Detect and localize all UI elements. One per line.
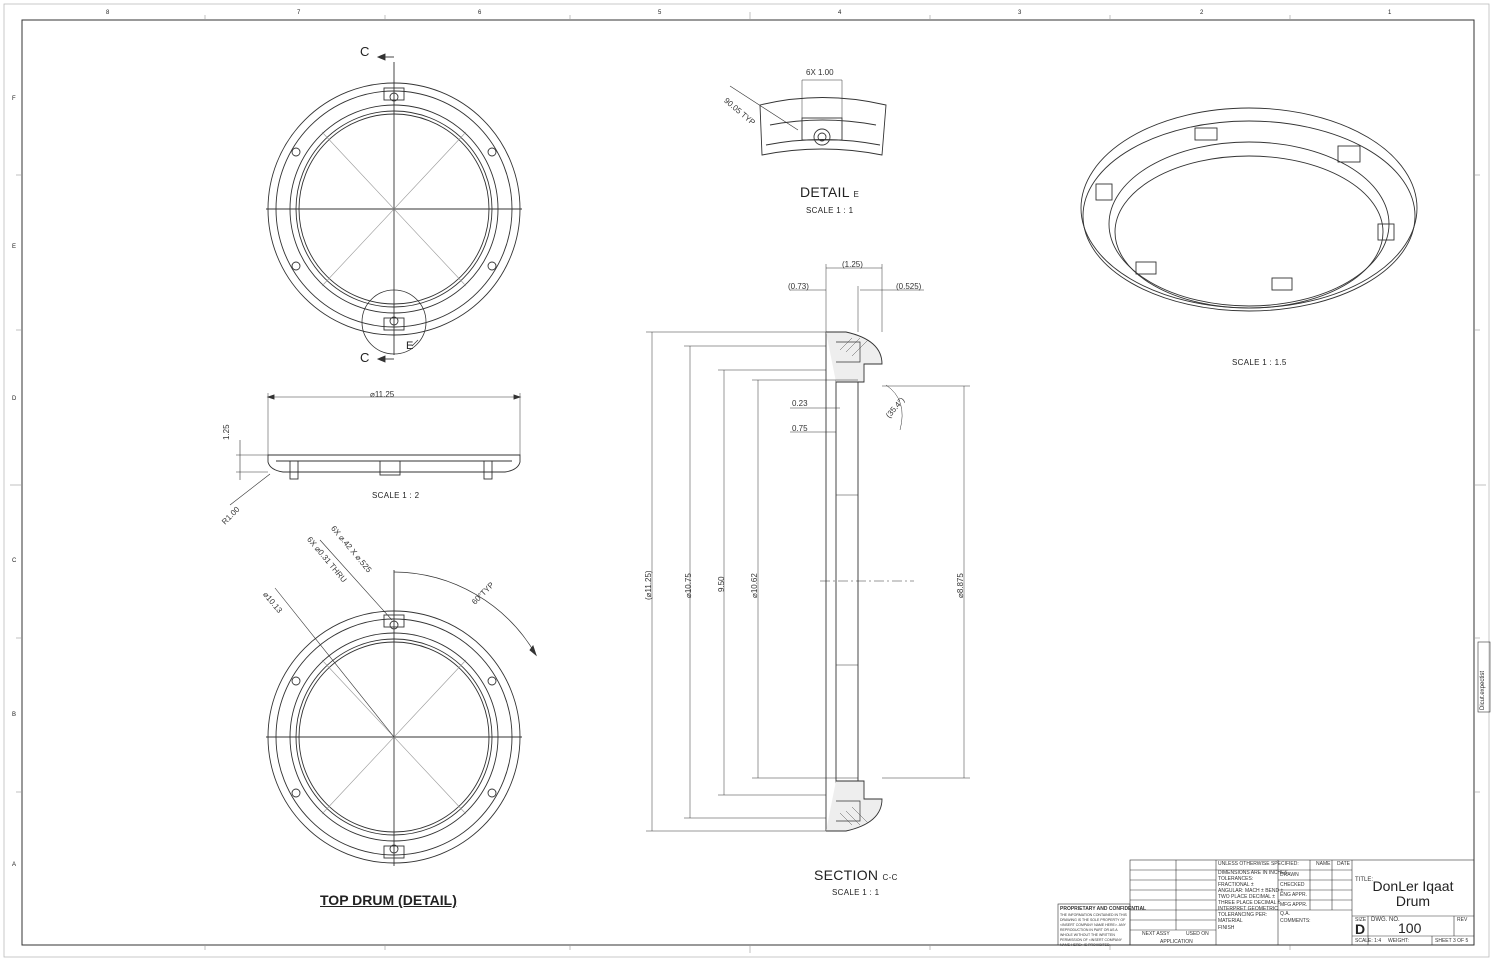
zone-col-8: 8 [106,10,110,16]
zone-row-f: F [12,96,16,102]
top-drum-title: TOP DRUM (DETAIL) [320,892,457,908]
tb-row-checked: CHECKED [1280,882,1305,888]
tb-note-0: DIMENSIONS ARE IN INCHES [1218,870,1288,876]
zone-row-c: C [12,558,17,564]
tb-note-1: TOLERANCES: [1218,876,1254,882]
side-view [229,393,522,506]
dim-section-d1: (⌀11.25) [644,570,653,600]
tb-row-drawn: DRAWN [1280,872,1299,878]
zone-row-a: A [12,862,17,868]
inner-border [21,19,1475,946]
tb-application: APPLICATION [1160,939,1193,945]
title-block [1057,859,1475,946]
section-cc-title: SECTION C-C [814,867,898,883]
section-cc-scale: SCALE 1 : 1 [832,888,880,897]
tb-next-assy: NEXT ASSY [1142,931,1170,937]
dim-section-d5: ⌀8.875 [956,573,965,598]
tb-note-3: ANGULAR: MACH ± BEND ± [1218,888,1284,894]
tb-rev-label: REV [1457,917,1468,923]
dim-section-d2: ⌀10.75 [684,573,693,598]
zone-row-b: B [12,712,17,718]
tb-name-header: NAME [1316,861,1331,867]
zone-col-5: 5 [658,10,662,16]
zone-col-1: 1 [1388,10,1392,16]
tb-row-mfg: MFG APPR. [1280,902,1308,908]
dim-side-diameter: ⌀11.25 [370,390,395,399]
tb-proprietary-title: PROPRIETARY AND CONFIDENTIAL [1060,906,1147,912]
tb-size-label: SIZE [1355,917,1367,923]
tb-sheet: SHEET 3 OF 5 [1435,938,1469,944]
iso-view [1080,107,1418,312]
dim-section-top: (1.25) [842,260,863,269]
iso-view-scale: SCALE 1 : 1.5 [1232,358,1287,367]
top-view-upper [266,53,522,363]
tb-dwg-label: DWG. NO. [1371,917,1400,923]
detail-e [729,79,887,156]
tb-dwg-no: 100 [1398,920,1422,936]
dim-section-s2: 0.75 [792,424,808,433]
dim-section-d4: ⌀10.62 [750,573,759,598]
tb-size-value: D [1355,921,1366,937]
zone-col-6: 6 [478,10,482,16]
side-stamp-text: Dicut.expectist [1480,670,1486,710]
tb-proprietary-text: THE INFORMATION CONTAINED IN THIS DRAWIN… [1060,913,1127,947]
dim-section-left: (0.73) [788,282,809,291]
dim-section-right: (0.525) [896,282,922,291]
tb-title-text: DonLer Iqaat Drum [1372,878,1454,909]
dim-section-d3: 9.50 [717,576,726,592]
dim-section-s1: 0.23 [792,399,808,408]
section-label-top: C [360,44,370,59]
section-label-bottom: C [360,350,370,365]
section-cc [646,264,970,832]
dim-side-height: 1.25 [222,424,231,440]
zone-col-4: 4 [838,10,842,16]
tb-scale: SCALE: 1:4 [1355,938,1382,944]
tb-note-2: FRACTIONAL ± [1218,882,1254,888]
side-view-scale: SCALE 1 : 2 [372,491,420,500]
dim-detail-width: 6X 1.00 [806,68,834,77]
detail-e-title: DETAIL E [800,184,860,200]
top-view-lower [266,539,537,866]
zone-col-7: 7 [297,10,301,16]
tb-row-eng: ENG APPR. [1280,892,1307,898]
tb-title-label: TITLE: [1355,877,1374,883]
tb-note-9: FINISH [1218,925,1235,931]
tb-note-6: INTERPRET GEOMETRIC [1218,906,1278,912]
tb-date-header: DATE [1337,861,1350,867]
tb-row-comments: COMMENTS: [1280,918,1311,924]
side-stamp-box [1477,641,1491,713]
tb-note-7: TOLERANCING PER: [1218,912,1268,918]
outer-border [3,3,1490,958]
zone-row-d: D [12,396,17,402]
tb-note-5: THREE PLACE DECIMAL ± [1218,900,1281,906]
zone-col-3: 3 [1018,10,1022,16]
tb-weight: WEIGHT: [1388,938,1409,944]
tb-note-4: TWO PLACE DECIMAL ± [1218,894,1276,900]
zone-row-e: E [12,244,17,250]
tb-row-qa: Q.A. [1280,911,1291,917]
zone-ticks [10,12,1486,953]
detail-e-scale: SCALE 1 : 1 [806,206,854,215]
tb-used-on: USED ON [1186,931,1209,937]
tb-note-8: MATERIAL [1218,918,1243,924]
detail-callout-label: E [406,340,414,352]
zone-col-2: 2 [1200,10,1204,16]
tb-unless: UNLESS OTHERWISE SPECIFIED: [1218,861,1299,867]
